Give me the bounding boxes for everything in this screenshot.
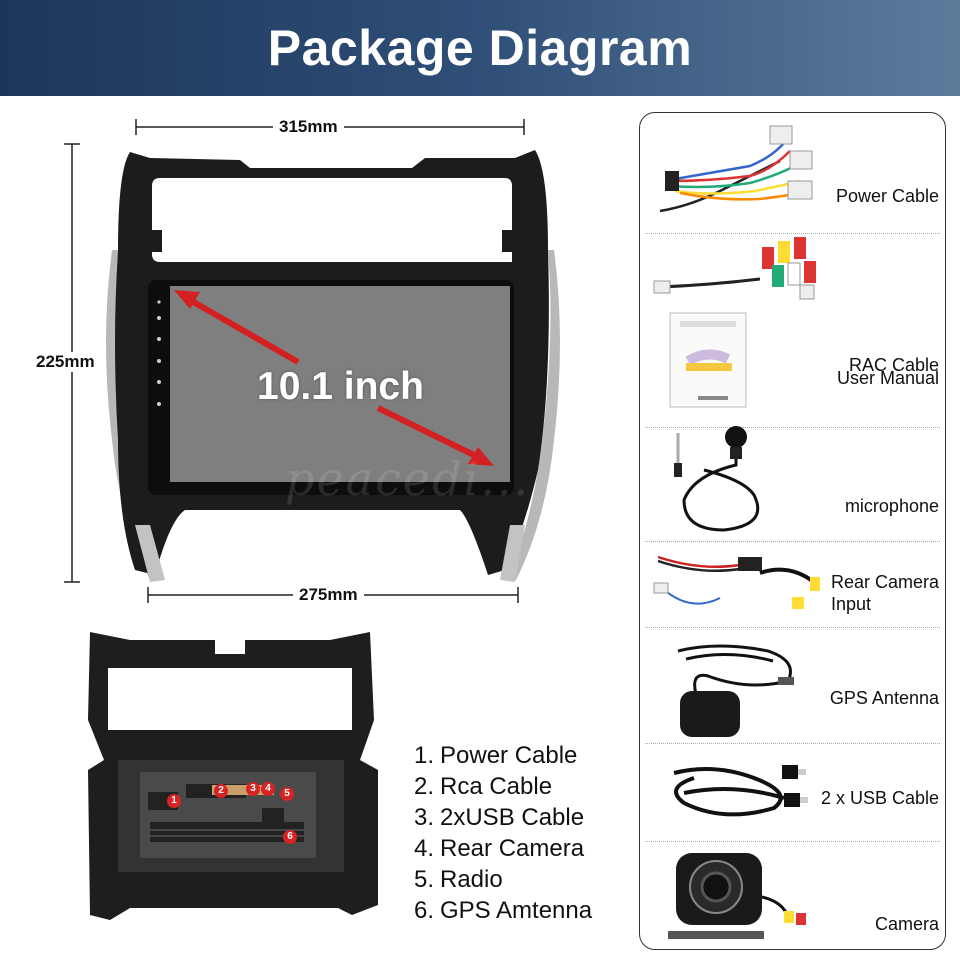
- upper-opening: [152, 178, 512, 262]
- package-item-label: GPS Antenna: [829, 688, 939, 708]
- watermark-text: peacedi...: [285, 452, 531, 506]
- package-item-microphone: microphone: [640, 425, 945, 537]
- package-item-gps-antenna: GPS Antenna: [640, 631, 945, 743]
- port-badge-6: 6: [283, 830, 297, 844]
- package-item-rca-cable: RAC Cable: [640, 227, 945, 375]
- head-unit-rear-diagram: [88, 632, 378, 920]
- package-item-usb-cable: 2 x USB Cable: [640, 753, 945, 833]
- usb-cable-icon: [673, 765, 808, 817]
- divider: [645, 427, 940, 428]
- divider: [645, 627, 940, 628]
- divider: [645, 233, 940, 234]
- height-label: 225mm: [30, 352, 101, 372]
- gps-antenna-icon: [677, 644, 794, 737]
- rear-camera-input-icon: [653, 555, 820, 609]
- package-item-label: 2 x USB Cable: [820, 788, 939, 808]
- port-badge-1: 1: [167, 794, 181, 808]
- package-item-user-manual: User Manual: [640, 311, 945, 419]
- package-item-label: Camera: [874, 914, 939, 934]
- divider: [645, 743, 940, 744]
- package-item-camera: Camera: [640, 847, 945, 947]
- package-item-label: microphone: [844, 496, 939, 516]
- diagonal-arrow: [174, 290, 494, 466]
- divider: [645, 841, 940, 842]
- user-manual-icon: [669, 312, 747, 408]
- package-item-label: Power Cable: [835, 186, 939, 206]
- package-item-label: RAC Cable: [848, 355, 939, 375]
- port-item: 2.Rca Cable: [414, 773, 553, 800]
- header-banner: Package Diagram: [0, 0, 960, 96]
- divider: [645, 541, 940, 542]
- port-item: 6.GPS Amtenna: [414, 897, 593, 924]
- port-item: 3.2xUSB Cable: [414, 804, 585, 831]
- camera-icon: [668, 853, 806, 939]
- microphone-icon: [674, 426, 760, 532]
- package-item-rear-camera-input: Rear Camera Input: [640, 541, 945, 623]
- port-legend: 1.Power Cable 2.Rca Cable 3.2xUSB Cable …: [414, 740, 592, 926]
- port-item: 1.Power Cable: [414, 742, 578, 769]
- package-item-label: User Manual: [836, 368, 939, 388]
- top-width-label: 315mm: [273, 117, 344, 137]
- screen-size-label: 10.1 inch: [257, 365, 424, 408]
- port-item: 4.Rear Camera: [414, 835, 585, 862]
- package-item-label: Rear Camera Input: [830, 572, 939, 614]
- page-title: Package Diagram: [267, 20, 693, 76]
- package-item-power-cable: Power Cable: [640, 121, 945, 233]
- rca-cable-icon: [653, 237, 816, 300]
- port-item: 5.Radio: [414, 866, 503, 893]
- power-cable-icon: [659, 125, 813, 213]
- head-unit-front-diagram: [64, 119, 560, 920]
- bottom-width-label: 275mm: [293, 585, 364, 605]
- side-buttons: [157, 300, 161, 406]
- port-badge-5: 5: [280, 787, 294, 801]
- port-badge-3: 3: [246, 782, 260, 796]
- package-contents-panel: Power Cable RAC Cable U: [639, 112, 946, 950]
- port-badge-4: 4: [261, 782, 275, 796]
- port-badge-2: 2: [214, 784, 228, 798]
